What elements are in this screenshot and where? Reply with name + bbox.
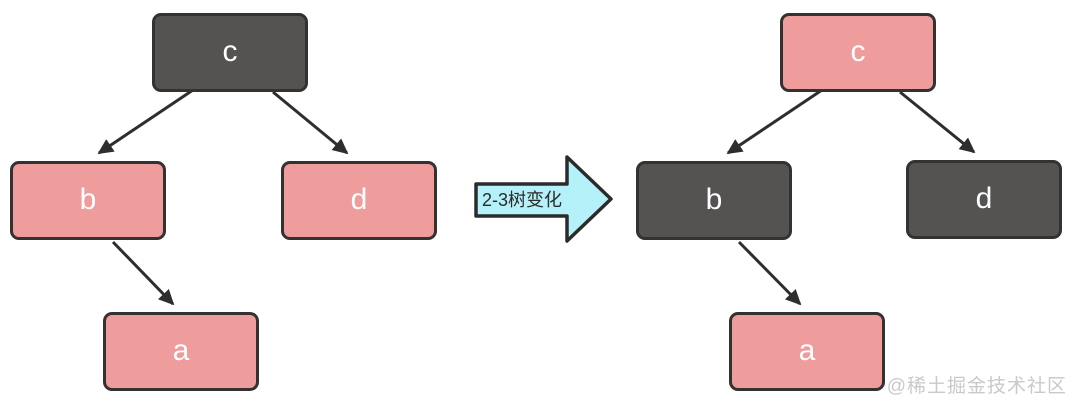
left-tree-node-a: a — [103, 312, 259, 391]
right-tree-node-d: d — [906, 160, 1062, 239]
left-edge-b-a — [111, 240, 175, 306]
node-label: a — [172, 333, 190, 367]
left-edge-c-d — [272, 90, 349, 155]
left-edge-c-b — [97, 88, 194, 155]
node-label: d — [350, 182, 368, 216]
right-edge-b-a — [737, 240, 802, 306]
node-label: b — [705, 182, 723, 216]
right-tree-node-b: b — [636, 161, 792, 240]
left-tree-node-d: d — [281, 161, 437, 240]
transform-arrow-icon — [474, 155, 613, 243]
right-edge-c-b — [726, 88, 823, 155]
node-label: c — [850, 34, 866, 68]
node-label: c — [222, 34, 238, 68]
right-tree-node-a: a — [729, 312, 885, 391]
node-label: d — [975, 181, 993, 215]
watermark: @稀土掘金技术社区 — [886, 376, 1067, 397]
node-label: a — [798, 333, 816, 367]
left-tree-node-b: b — [10, 161, 166, 240]
node-label: b — [79, 182, 97, 216]
left-tree-node-c: c — [152, 13, 308, 92]
right-tree-node-c: c — [780, 13, 936, 92]
right-edge-c-d — [899, 90, 976, 154]
transform-arrow-label: 2-3树变化 — [481, 190, 562, 210]
